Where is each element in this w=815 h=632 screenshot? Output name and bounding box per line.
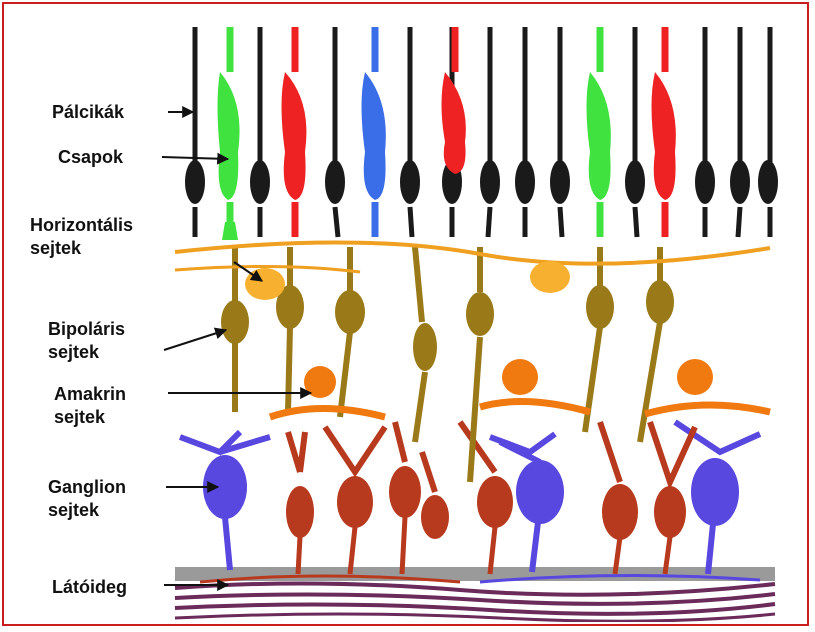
rod-cell [625, 27, 645, 237]
bipolar-cell [585, 247, 614, 432]
ganglion-cell-red [421, 452, 449, 539]
rod-cell [400, 27, 420, 237]
cone-red [652, 27, 676, 237]
label-latoideg-text: Látóideg [52, 576, 127, 599]
label-bipolaris-line1: Bipoláris [48, 318, 125, 341]
label-horizontalis-line2: sejtek [30, 237, 133, 260]
photoreceptors [185, 27, 778, 240]
rod-cell [695, 27, 715, 237]
cone-blue [362, 27, 386, 237]
bipolar-cell [276, 247, 304, 412]
label-bipolaris-line2: sejtek [48, 341, 125, 364]
ganglion-cell-red [389, 422, 421, 574]
rod-cell [325, 27, 345, 237]
label-palcikak: Pálcikák [52, 101, 124, 124]
rod-cell [480, 27, 500, 237]
ganglion-cell-red [600, 422, 638, 574]
label-amakrin: Amakrin sejtek [54, 383, 126, 429]
rod-cell [185, 27, 205, 237]
ganglion-cell-red [325, 427, 385, 574]
label-palcikak-text: Pálcikák [52, 101, 124, 124]
horizontal-cell [245, 268, 285, 300]
horizontal-cells [175, 242, 770, 300]
ganglion-cell-red [650, 422, 695, 574]
label-ganglion-line2: sejtek [48, 499, 126, 522]
ganglion-cell-red [286, 432, 314, 574]
rod-cell [250, 27, 270, 237]
cone-red [282, 27, 307, 237]
label-ganglion-line1: Ganglion [48, 476, 126, 499]
optic-nerve-fibers [175, 567, 775, 621]
rod-cell [515, 27, 535, 237]
amacrine-cell [480, 359, 590, 412]
rod-cell [730, 27, 750, 237]
ganglion-cell-blue [180, 432, 270, 570]
rod-cell [550, 27, 570, 237]
label-csapok: Csapok [58, 146, 123, 169]
cone-red [442, 27, 466, 174]
bipolar-cell [335, 247, 365, 417]
rod-cell [758, 27, 778, 237]
bipolar-cell [221, 247, 249, 412]
cone-green [218, 27, 240, 240]
label-horizontalis: Horizontális sejtek [30, 214, 133, 260]
label-amakrin-line1: Amakrin [54, 383, 126, 406]
label-amakrin-line2: sejtek [54, 406, 126, 429]
horizontal-cell [530, 261, 570, 293]
amacrine-cell [645, 359, 770, 414]
cone-green [587, 27, 611, 237]
label-ganglion: Ganglion sejtek [48, 476, 126, 522]
label-horizontalis-line1: Horizontális [30, 214, 133, 237]
bipolar-cell [413, 247, 437, 442]
label-latoideg: Látóideg [52, 576, 127, 599]
retina-illustration [160, 22, 780, 622]
label-bipolaris: Bipoláris sejtek [48, 318, 125, 364]
label-csapok-text: Csapok [58, 146, 123, 169]
